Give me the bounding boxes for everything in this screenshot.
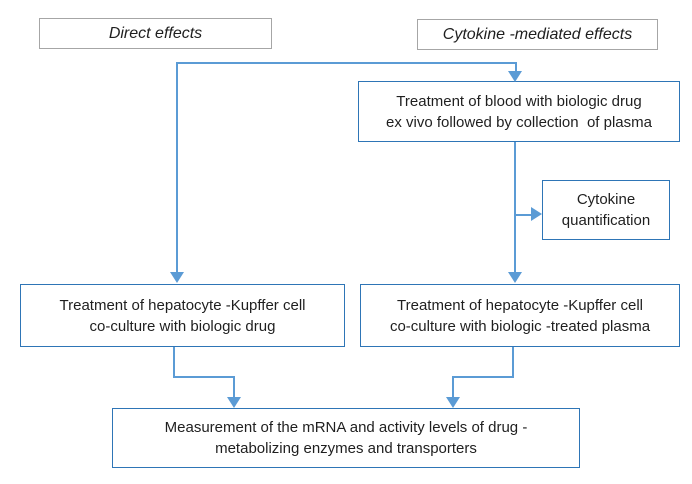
box-text-line: ex vivo followed by collection of plasma bbox=[386, 113, 652, 131]
box-text-line: co-culture with biologic drug bbox=[89, 317, 276, 335]
arrow-right-icon bbox=[531, 207, 542, 221]
arrow-down-icon bbox=[170, 272, 184, 283]
arrow-down-icon bbox=[508, 71, 522, 82]
header-direct-effects: Direct effects bbox=[39, 18, 272, 49]
connector-left-elbow-h bbox=[173, 376, 235, 378]
connector-blood-to-hepatocyte bbox=[514, 142, 516, 272]
connector-top-stub bbox=[515, 62, 517, 72]
connector-right-elbow-v2 bbox=[452, 376, 454, 398]
box-text-line: Measurement of the mRNA and activity lev… bbox=[164, 419, 528, 436]
connector-right-elbow-h bbox=[452, 376, 514, 378]
arrow-down-icon bbox=[508, 272, 522, 283]
box-hepatocyte-coculture-drug: Treatment of hepatocyte -Kupffer cell co… bbox=[20, 284, 345, 347]
box-text-line: Treatment of hepatocyte -Kupffer cell bbox=[397, 296, 643, 314]
connector-direct-vertical bbox=[176, 62, 178, 272]
connector-left-elbow-v1 bbox=[173, 347, 175, 378]
box-text-line: Cytokine bbox=[576, 191, 636, 208]
box-text-line: co-culture with biologic -treated plasma bbox=[389, 317, 651, 335]
box-text-line: quantification bbox=[561, 212, 651, 229]
box-hepatocyte-coculture-plasma: Treatment of hepatocyte -Kupffer cell co… bbox=[360, 284, 680, 347]
arrow-down-icon bbox=[446, 397, 460, 408]
box-cytokine-quantification: Cytokine quantification bbox=[542, 180, 670, 240]
header-label: Cytokine -mediated effects bbox=[442, 26, 633, 43]
connector-left-elbow-v2 bbox=[233, 376, 235, 398]
box-text-line: Treatment of blood with biologic drug bbox=[396, 92, 642, 110]
box-blood-treatment: Treatment of blood with biologic drug ex… bbox=[358, 81, 680, 142]
connector-top-horizontal bbox=[176, 62, 516, 64]
arrow-down-icon bbox=[227, 397, 241, 408]
connector-quantification-branch bbox=[514, 214, 532, 216]
header-cytokine-mediated-effects: Cytokine -mediated effects bbox=[417, 19, 658, 50]
header-label: Direct effects bbox=[108, 25, 203, 42]
box-measurement-mrna-activity: Measurement of the mRNA and activity lev… bbox=[112, 408, 580, 468]
box-text-line: metabolizing enzymes and transporters bbox=[215, 440, 477, 457]
box-text-line: Treatment of hepatocyte -Kupffer cell bbox=[59, 296, 306, 314]
connector-right-elbow-v1 bbox=[512, 347, 514, 378]
